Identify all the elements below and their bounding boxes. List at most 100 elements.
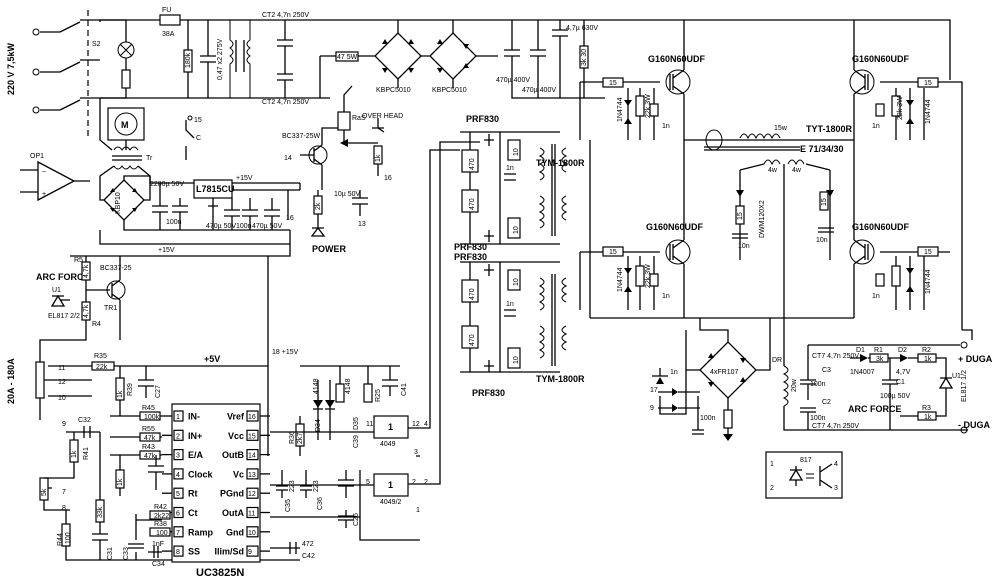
svg-text:16: 16 [286, 215, 294, 222]
svg-text:47k: 47k [144, 453, 156, 460]
ic-pin-name: Ramp [188, 527, 214, 537]
svg-text:C27: C27 [155, 385, 162, 398]
svg-text:38A: 38A [162, 31, 175, 38]
svg-text:G160N60UDF: G160N60UDF [852, 54, 910, 64]
svg-text:4,7k: 4,7k [83, 264, 90, 278]
svg-text:+15V: +15V [236, 175, 253, 182]
svg-text:1n: 1n [670, 369, 678, 376]
resistor-r42 [149, 510, 171, 520]
svg-text:D34: D34 [315, 419, 322, 432]
svg-text:3: 3 [834, 485, 838, 492]
svg-text:+ DUGA: + DUGA [958, 354, 993, 364]
svg-text:1k: 1k [117, 478, 124, 486]
svg-text:TYT-1800R: TYT-1800R [806, 124, 853, 134]
ic-pin-box [173, 429, 184, 441]
svg-text:4xFR107: 4xFR107 [710, 369, 739, 376]
svg-text:R42: R42 [154, 504, 167, 511]
snubber-r15-a [735, 205, 745, 225]
svg-text:15w: 15w [774, 125, 788, 132]
svg-text:- DUGA: - DUGA [958, 420, 990, 430]
ic-pin-name: Gnd [226, 527, 244, 537]
svg-text:BC337-25W: BC337-25W [282, 133, 321, 140]
svg-text:4049: 4049 [380, 441, 396, 448]
svg-text:16: 16 [384, 175, 392, 182]
diode-d1 [860, 354, 868, 362]
svg-text:1n: 1n [872, 293, 880, 300]
bulk-cap-470u-2 [530, 20, 546, 98]
ic-pin-box [246, 506, 259, 519]
svg-text:EL817 2/2: EL817 2/2 [48, 313, 80, 320]
svg-text:R35: R35 [94, 353, 107, 360]
svg-text:817: 817 [800, 457, 812, 464]
svg-text:C33: C33 [123, 547, 130, 560]
terminal-duga-plus [960, 341, 968, 349]
svg-text:R25: R25 [375, 389, 382, 402]
ic-pin-number: 2 [176, 433, 180, 440]
svg-text:4148: 4148 [345, 378, 352, 394]
ic-pin-number: 4 [176, 472, 180, 479]
ic-pins-right: 16Vref15Vcc14OutB13Vc12PGnd11OutA10Gnd9I… [214, 410, 270, 557]
svg-text:DR: DR [772, 357, 782, 364]
svg-text:G160N60UDF: G160N60UDF [646, 222, 704, 232]
svg-text:1k: 1k [71, 450, 78, 458]
svg-text:C39: C39 [353, 435, 360, 448]
svg-text:C32: C32 [78, 417, 91, 424]
bridge-kbpc5010-1 [374, 32, 422, 80]
svg-text:223: 223 [289, 480, 296, 492]
cap-c42 [267, 416, 300, 554]
ic-pin-number: 5 [176, 491, 180, 498]
svg-text:4w: 4w [768, 167, 778, 174]
svg-text:15: 15 [924, 249, 932, 256]
resistor-r26 [335, 383, 345, 403]
svg-text:C34: C34 [152, 561, 165, 568]
svg-text:R43: R43 [142, 444, 155, 451]
svg-text:100: 100 [65, 532, 72, 544]
svg-text:C35: C35 [285, 499, 292, 512]
ic-pin-name: Rt [188, 489, 198, 499]
cap-c34 [148, 546, 162, 558]
ic-pin-box [173, 449, 184, 461]
svg-text:POWER: POWER [312, 244, 347, 254]
svg-text:2k7: 2k7 [297, 433, 304, 444]
cap-1n [652, 368, 668, 377]
potentiometer-current [35, 361, 45, 399]
svg-text:+: + [42, 191, 46, 198]
svg-text:C2: C2 [822, 399, 831, 406]
buffer-gate-1 [373, 415, 409, 439]
ic-pin-number: 8 [176, 549, 180, 556]
svg-text:C41: C41 [401, 383, 408, 396]
svg-text:100k: 100k [144, 414, 160, 421]
ic-pin-box [173, 487, 184, 499]
svg-text:8: 8 [62, 505, 66, 512]
svg-text:C1: C1 [896, 379, 905, 386]
optocoupler-817-inset: 817 1 2 3 4 [765, 451, 843, 499]
ic-pin-number: 12 [248, 491, 256, 498]
snubber-c10n-b [818, 227, 834, 233]
transistor-bc337-25 [106, 280, 126, 300]
svg-text:1n: 1n [662, 293, 670, 300]
ic-pin-name: OutB [222, 450, 244, 460]
top-rail-wire [100, 19, 951, 80]
cap-c39 [338, 470, 354, 498]
gate-drive-upper: 470 470 10 10 1n [460, 131, 568, 245]
svg-text:4,7k: 4,7k [83, 304, 90, 318]
ic-pin-name: OutA [222, 508, 244, 518]
resistor-r38 [149, 527, 171, 537]
svg-text:12: 12 [412, 421, 420, 428]
svg-text:R2: R2 [922, 347, 931, 354]
ic-pin-name: IN+ [188, 431, 202, 441]
svg-text:RaS: RaS [352, 115, 366, 122]
svg-text:C36: C36 [317, 497, 324, 510]
cap-c26 [338, 510, 354, 528]
svg-text:R45: R45 [142, 405, 155, 412]
svg-text:DWM120X2: DWM120X2 [759, 200, 766, 238]
svg-text:100n: 100n [166, 219, 182, 226]
ic-pin-number: 10 [248, 530, 256, 537]
svg-text:10µ 50V: 10µ 50V [334, 191, 361, 198]
ic-pin-box [246, 526, 259, 538]
aux-transformer [112, 146, 142, 170]
svg-text:4,7V: 4,7V [896, 369, 911, 376]
current-sense-diodes [656, 377, 678, 412]
switch-s2-label: S2 [92, 41, 101, 48]
